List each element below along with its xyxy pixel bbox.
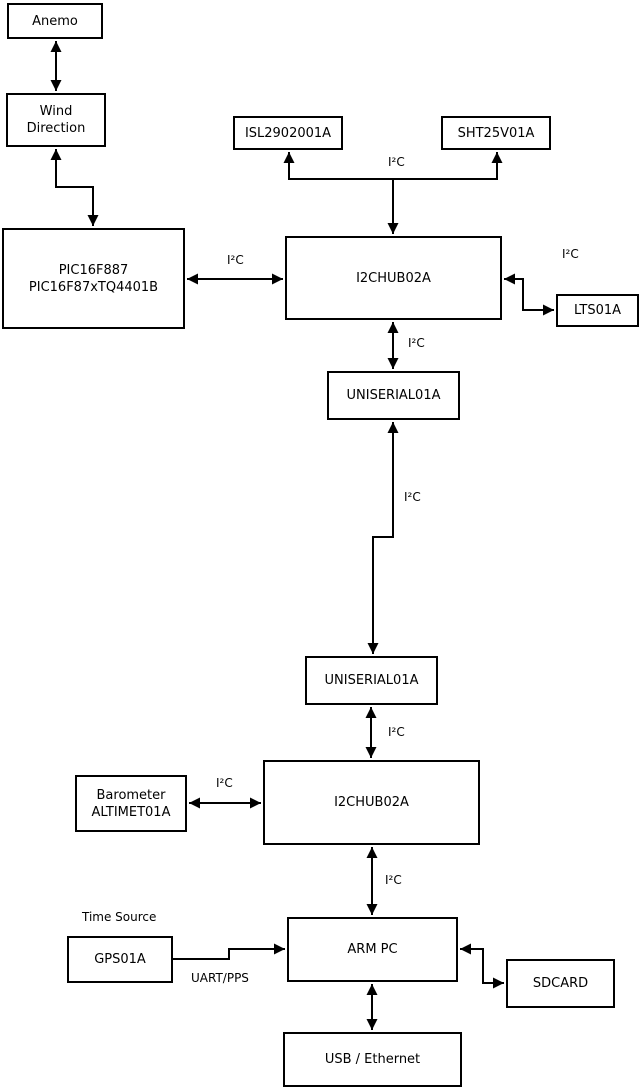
edge-label-i2c-uniserial-link: I²C	[404, 490, 421, 504]
edge-wind-pic	[50, 149, 99, 226]
node-wind-direction-label-line2: Direction	[26, 121, 86, 136]
edge-label-uart-pps: UART/PPS	[191, 971, 249, 985]
edge-label-i2c-isl-sht: I²C	[388, 155, 405, 169]
node-uniserial01a-lower-label: UNISERIAL01A	[324, 673, 419, 688]
node-gps01a: GPS01A	[67, 936, 173, 983]
node-i2chub02a-lower-label: I2CHUB02A	[334, 795, 409, 810]
node-wind-direction-label-line1: Wind	[39, 104, 73, 119]
edge-label-i2c-hub1-lts: I²C	[562, 247, 579, 261]
node-isl2902001a-label: ISL2902001A	[244, 125, 332, 141]
node-barometer-label-line1: Barometer	[96, 787, 166, 803]
node-lts01a-label: LTS01A	[573, 303, 622, 318]
node-usb-ethernet: USB / Ethernet	[283, 1032, 462, 1087]
edge-label-i2c-pic-hub1: I²C	[227, 253, 244, 267]
node-uniserial01a-lower: UNISERIAL01A	[305, 656, 438, 705]
edge-label-i2c-barometer-hub2: I²C	[216, 776, 233, 790]
node-gps01a-label: GPS01A	[94, 952, 146, 967]
node-i2chub02a-upper: I2CHUB02A	[285, 236, 502, 320]
node-i2chub02a-upper-label: I2CHUB02A	[356, 270, 431, 286]
node-sht25v01a-label: SHT25V01A	[457, 125, 535, 141]
node-i2chub02a-lower: I2CHUB02A	[263, 760, 480, 845]
edge-hub1-lts	[504, 273, 554, 316]
node-sht25v01a: SHT25V01A	[441, 116, 551, 150]
edge-label-i2c-hub2-arm: I²C	[385, 873, 402, 887]
edge-label-time-source: Time Source	[82, 910, 157, 924]
node-anemo: Anemo	[7, 3, 103, 39]
node-arm-pc: ARM PC	[287, 917, 458, 982]
edge-label-i2c-hub1-uniserial1: I²C	[408, 336, 425, 350]
node-anemo-label: Anemo	[32, 13, 78, 29]
node-sdcard: SDCARD	[506, 959, 615, 1008]
node-barometer-label-line2: ALTIMET01A	[91, 804, 171, 820]
node-uniserial01a-upper-label: UNISERIAL01A	[346, 388, 441, 403]
node-barometer-altimet01a: Barometer ALTIMET01A	[75, 775, 187, 832]
edge-label-i2c-uniserial2-hub2: I²C	[388, 725, 405, 739]
node-lts01a: LTS01A	[556, 294, 639, 327]
node-arm-pc-label: ARM PC	[347, 942, 398, 957]
node-uniserial01a-upper: UNISERIAL01A	[327, 371, 460, 420]
node-sdcard-label: SDCARD	[532, 976, 589, 991]
node-usb-ethernet-label: USB / Ethernet	[324, 1052, 421, 1067]
edge-uniserial1-uniserial2	[367, 422, 399, 654]
node-wind-direction: Wind Direction	[6, 93, 106, 147]
node-isl2902001a: ISL2902001A	[233, 116, 343, 150]
node-pic16f887-label-line1: PIC16F887	[58, 262, 129, 278]
node-pic16f887-label-line2: PIC16F87xTQ4401B	[28, 279, 159, 295]
node-pic16f887: PIC16F887 PIC16F87xTQ4401B	[2, 228, 185, 329]
edge-gps-arm	[173, 943, 285, 960]
edge-arm-sdcard	[460, 943, 504, 989]
